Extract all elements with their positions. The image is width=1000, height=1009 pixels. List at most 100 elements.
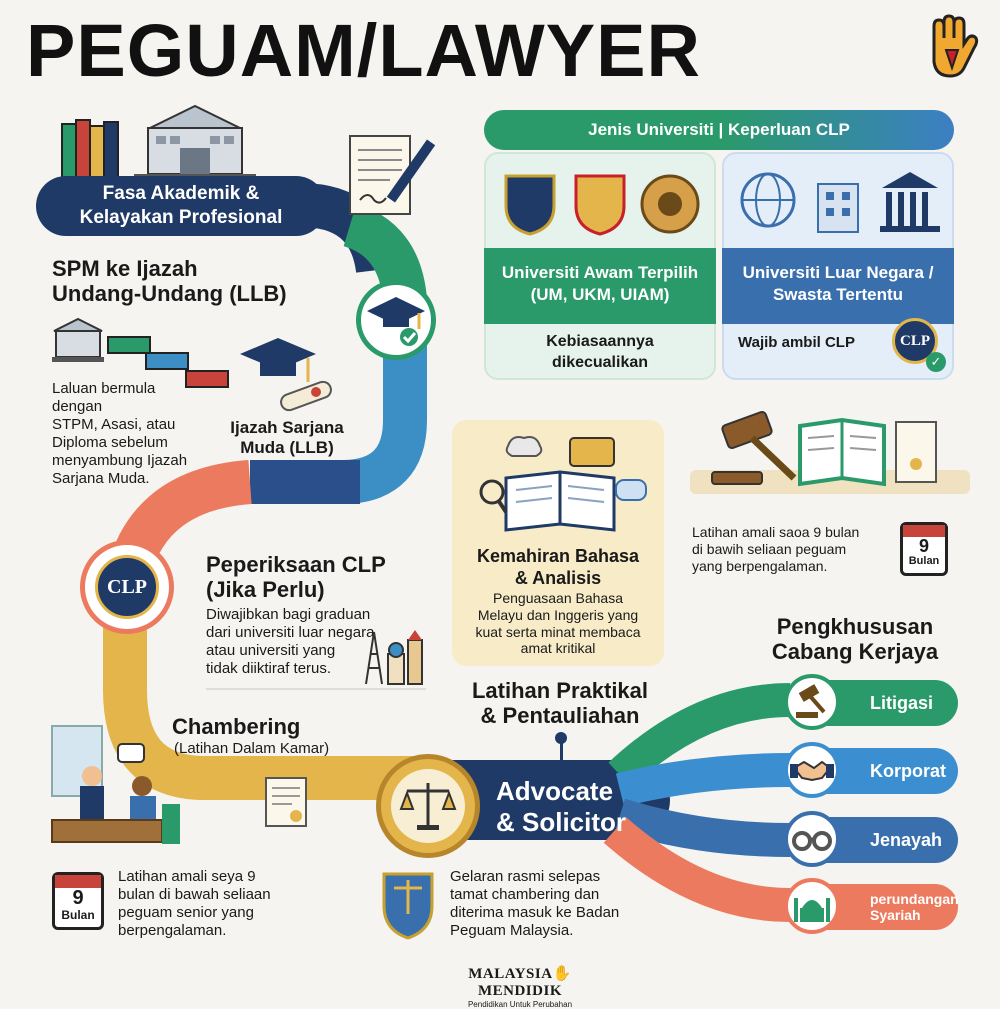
academic-phase-banner: Fasa Akademik & Kelayakan Profesional [36, 176, 326, 236]
advocate-title-line-1: Advocate [496, 776, 614, 806]
practical-title-connector [560, 736, 563, 762]
language-skills-card [452, 420, 664, 666]
branch-label: perundangan Syariah [870, 891, 959, 923]
footer-brand: MALAYSIA✋MENDIDIK Pendidikan Untuk Perub… [430, 964, 610, 1009]
advocate-description: Gelaran rasmi selepas tamat chambering d… [450, 868, 650, 940]
chambering-description: Latihan amali seya 9 bulan di bawah seli… [118, 868, 308, 940]
clp-desc-line: Diwajibkan bagi graduan [206, 606, 371, 623]
practical-title-line-2: & Pentauliahan [480, 703, 640, 729]
academic-steps-icon [52, 317, 229, 388]
globe-building-icon [740, 172, 940, 233]
academic-desc-line: dengan [52, 398, 103, 415]
mosque-icon [784, 878, 840, 934]
scales-emblem [376, 754, 480, 858]
foreign-title-line-2: Swasta Tertentu [772, 285, 904, 305]
practical-title: Latihan Praktikal & Pentauliahan [440, 678, 680, 729]
clp-emblem-text: CLP [107, 576, 147, 598]
chambering-desc-line: bulan di bawah seliaan [118, 886, 271, 903]
academic-desc-line: STPM, Asasi, atau [52, 416, 176, 433]
clp-desc-line: atau universiti yang [206, 642, 336, 659]
banner-line-2: Kelayakan Profesional [79, 207, 283, 228]
academic-desc-line: menyambung Ijazah [52, 452, 188, 469]
scales-of-justice-icon [399, 783, 457, 830]
advocate-desc-line: tamat chambering dan [450, 886, 600, 903]
language-desc-line: amat kritikal [520, 640, 596, 657]
clp-heading-line-1: Peperiksaan CLP [206, 552, 386, 577]
mortarboard-diploma-icon [240, 338, 332, 412]
practical-top-description: Latihan amali saoa 9 bulan di bawih seli… [692, 524, 892, 574]
specialization-heading: Pengkhususan Cabang Kerjaya [740, 614, 970, 665]
footer-brand-right: MENDIDIK [477, 983, 562, 999]
advocate-desc-line: Peguam Malaysia. [450, 922, 574, 939]
academic-desc-line: Sarjana Muda. [52, 470, 150, 487]
handshake-icon [784, 742, 840, 798]
degree-line-1: Ijazah Sarjana [230, 418, 344, 437]
graduation-cap-icon [367, 297, 425, 346]
clp-heading-line-2: (Jika Perlu) [206, 577, 325, 603]
foreign-university-title: Universiti Luar Negara / Swasta Tertentu [722, 262, 954, 306]
practical-top-desc-line: di bawih seliaan peguam [692, 540, 847, 557]
university-header: Jenis Universiti | Keperluan CLP [484, 110, 954, 150]
branch-jenayah[interactable]: Jenayah [784, 811, 958, 867]
advocate-desc-line: Gelaran rasmi selepas [450, 868, 601, 885]
language-desc-line: Melayu dan Inggeris yang [477, 606, 639, 623]
chambering-desc-line: Latihan amali seya 9 [118, 868, 256, 885]
language-desc-line: kuat serta minat membaca [475, 623, 641, 640]
public-university-note: Kebiasaannya dikecualikan [484, 332, 716, 374]
public-university-title: Universiti Awam Terpilih (UM, UKM, UIAM) [484, 262, 716, 306]
specialization-heading-line-1: Pengkhususan [776, 614, 934, 639]
branch-litigasi[interactable]: Litigasi [784, 674, 958, 730]
academic-desc-line: Laluan bermula [52, 380, 156, 397]
document-pen-icon [349, 135, 436, 215]
public-university-title-band [484, 248, 716, 324]
academic-heading-line-1: SPM ke Ijazah [52, 256, 198, 281]
academic-heading-line-2: Undang-Undang (LLB) [52, 281, 287, 307]
calendar-header [903, 525, 945, 537]
clp-heading: Peperiksaan CLP (Jika Perlu) [206, 552, 386, 603]
foreign-university-title-band [722, 248, 954, 324]
gavel-book-icon [711, 410, 937, 487]
clp-desc-line: dari universiti luar negara [206, 624, 375, 641]
degree-label: Ijazah Sarjana Muda (LLB) [222, 418, 352, 459]
calendar-icon: 9 Bulan [900, 522, 948, 576]
degree-line-2: Muda (LLB) [240, 438, 334, 458]
language-description: Penguasaan Bahasa Melayu dan Inggeris ya… [452, 590, 664, 657]
books-icon [61, 119, 119, 179]
language-heading-line-2: & Analisis [514, 567, 602, 588]
language-heading-line-1: Kemahiran Bahasa [476, 546, 640, 566]
banner-line-1: Fasa Akademik & [102, 183, 260, 204]
foreign-university-note: Wajib ambil CLP [738, 334, 855, 351]
foreign-title-line-1: Universiti Luar Negara / [742, 263, 934, 282]
footer-brand-hand-icon: ✋ [552, 966, 572, 982]
university-header-text: Jenis Universiti | Keperluan CLP [588, 120, 850, 139]
practical-top-desc-line: yang berpengalaman. [692, 557, 828, 574]
calendar-label: Bulan [908, 555, 940, 567]
world-landmarks-icon [365, 630, 423, 685]
bar-council-crest-icon [382, 872, 434, 940]
hand-pen-logo-icon [932, 14, 979, 78]
advocate-title: Advocate & Solicitor [496, 776, 626, 838]
chambering-calendar-icon: 9 Bulan [52, 872, 104, 930]
specialization-heading-line-2: Cabang Kerjaya [771, 639, 939, 665]
branch-korporat[interactable]: Korporat [784, 742, 958, 798]
branch-syariah[interactable]: perundangan Syariah [784, 878, 959, 934]
book-magnifier-icon [479, 436, 647, 532]
footer-tagline: Pendidikan Untuk Perubahan [467, 1000, 573, 1009]
graduation-checkpoint [356, 280, 436, 360]
chambering-desc-line: peguam senior yang [118, 904, 254, 921]
academic-heading: SPM ke Ijazah Undang-Undang (LLB) [52, 256, 287, 307]
university-building-icon [134, 104, 256, 179]
public-note-line-1: Kebiasaannya [546, 333, 654, 350]
clp-description: Diwajibkan bagi graduan dari universiti … [206, 606, 406, 678]
handcuffs-icon [784, 811, 840, 867]
calendar-header [55, 875, 101, 888]
footer-brand-name: MALAYSIA✋MENDIDIK [430, 964, 610, 1000]
branch-label: Jenayah [870, 829, 943, 850]
university-crests-icon [504, 174, 700, 236]
calendar-label: Bulan [61, 908, 95, 922]
practical-top-desc-line: Latihan amali saoa 9 bulan [692, 524, 860, 540]
language-desc-line: Penguasaan Bahasa [493, 590, 623, 606]
public-note-line-2: dikecualikan [551, 353, 649, 371]
clp-underline [206, 688, 426, 690]
advocate-desc-line: diterima masuk ke Badan [450, 904, 620, 921]
